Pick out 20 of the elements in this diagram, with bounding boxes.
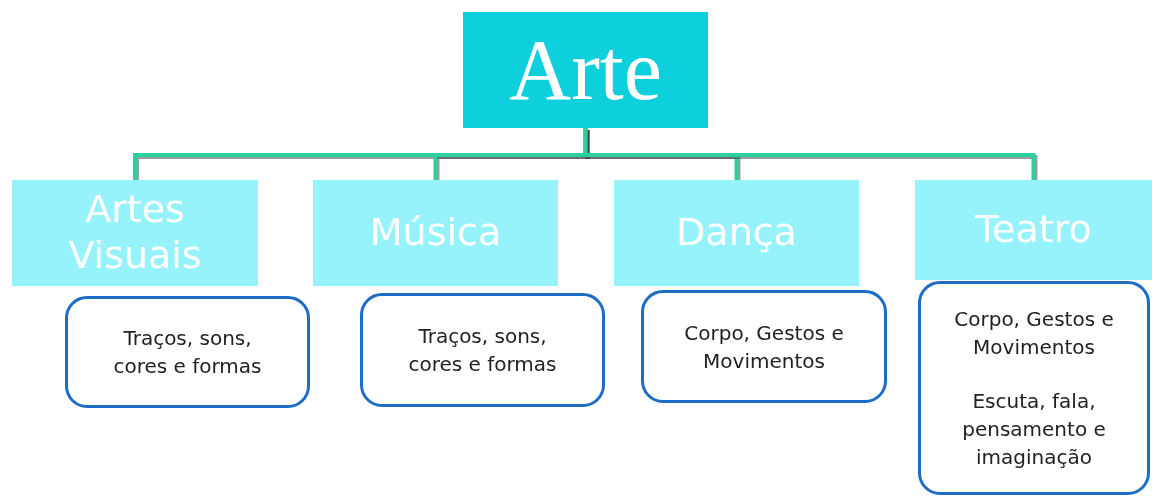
category-box bbox=[12, 180, 258, 286]
detail-box bbox=[918, 281, 1150, 495]
detail-box bbox=[65, 296, 310, 408]
category-label: Teatro bbox=[975, 207, 1092, 253]
category-box bbox=[313, 180, 558, 286]
description-text: Traços, sons, cores e formas bbox=[407, 323, 558, 378]
title-text: Arte bbox=[509, 21, 662, 120]
description-text: Escuta, fala, pensamento e imaginação bbox=[961, 388, 1107, 471]
description-text: Traços, sons, cores e formas bbox=[112, 325, 263, 380]
category-label: Dança bbox=[676, 210, 797, 256]
category-box bbox=[614, 180, 859, 286]
description-text: Corpo, Gestos e Movimentos bbox=[683, 319, 845, 375]
description-text: Corpo, Gestos e Movimentos bbox=[953, 306, 1115, 361]
category-label: Artes Visuais bbox=[67, 187, 203, 279]
category-label: Música bbox=[369, 210, 502, 256]
category-box bbox=[915, 180, 1152, 280]
detail-box bbox=[641, 290, 887, 403]
title-box bbox=[463, 12, 708, 128]
detail-box bbox=[360, 293, 605, 407]
connector-line bbox=[583, 128, 1036, 180]
